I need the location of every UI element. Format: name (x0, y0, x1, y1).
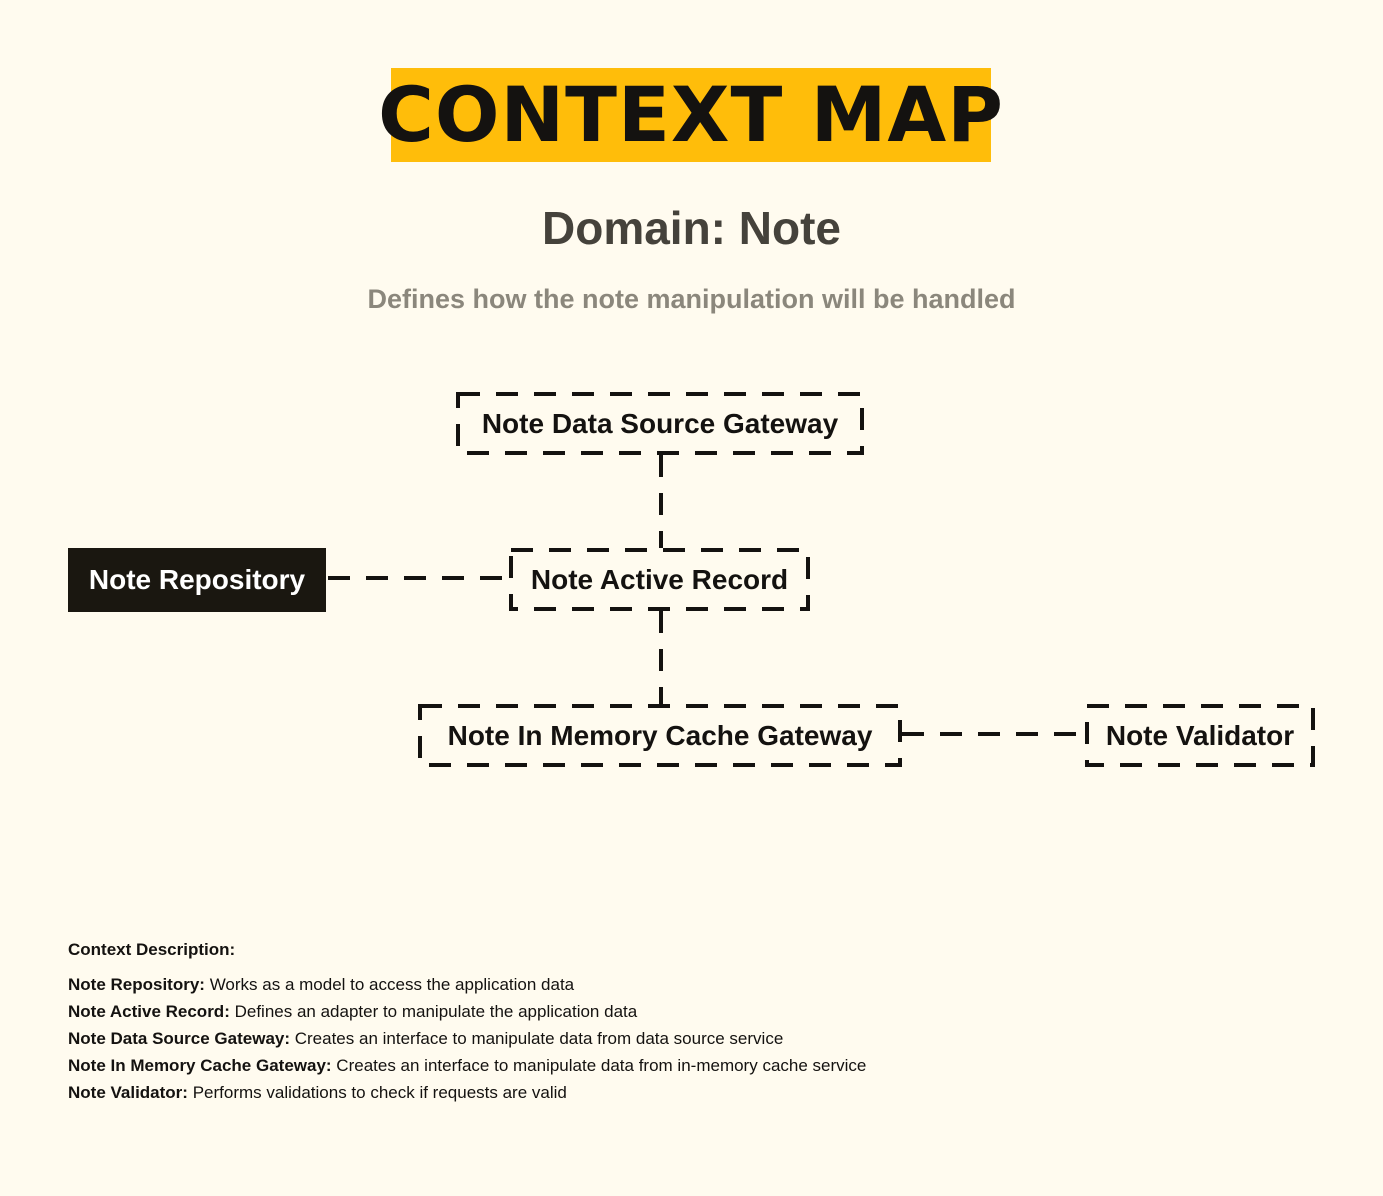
title-banner: CONTEXT MAP (378, 68, 1003, 162)
description-text: Works as a model to access the applicati… (204, 975, 575, 994)
description-term: Note In Memory Cache Gateway: (68, 1056, 332, 1075)
validator-border (1085, 704, 1315, 767)
page-title: CONTEXT MAP (378, 70, 1004, 159)
in-memory-cache-gateway-border (418, 704, 902, 767)
description-item: Note In Memory Cache Gateway: Creates an… (68, 1052, 866, 1079)
description-item: Note Validator: Performs validations to … (68, 1079, 866, 1106)
node-in-memory-cache-gateway: Note In Memory Cache Gateway (447, 720, 873, 751)
domain-heading: Domain: Note (542, 202, 841, 254)
description-item: Note Data Source Gateway: Creates an int… (68, 1025, 866, 1052)
domain-subtitle: Defines how the note manipulation will b… (367, 284, 1016, 314)
description-text: Creates an interface to manipulate data … (331, 1056, 867, 1075)
node-validator: Note Validator (1105, 720, 1295, 751)
description-term: Note Data Source Gateway: (68, 1029, 291, 1048)
description-text: Defines an adapter to manipulate the app… (229, 1002, 638, 1021)
node-active-record: Note Active Record (530, 564, 789, 595)
context-description: Context Description: Note Repository: Wo… (68, 936, 866, 1106)
node-data-source-gateway: Note Data Source Gateway (481, 408, 839, 439)
description-text: Creates an interface to manipulate data … (290, 1029, 784, 1048)
description-term: Note Validator: (68, 1083, 188, 1102)
description-term: Note Active Record: (68, 1002, 230, 1021)
description-item: Note Repository: Works as a model to acc… (68, 971, 866, 998)
description-term: Note Repository: (68, 975, 205, 994)
description-item: Note Active Record: Defines an adapter t… (68, 998, 866, 1025)
data-source-gateway-border (456, 392, 864, 455)
active-record-border (509, 548, 810, 611)
context-description-heading: Context Description: (68, 940, 236, 959)
description-text: Performs validations to check if request… (187, 1083, 567, 1102)
node-repository: Note Repository (68, 548, 326, 612)
